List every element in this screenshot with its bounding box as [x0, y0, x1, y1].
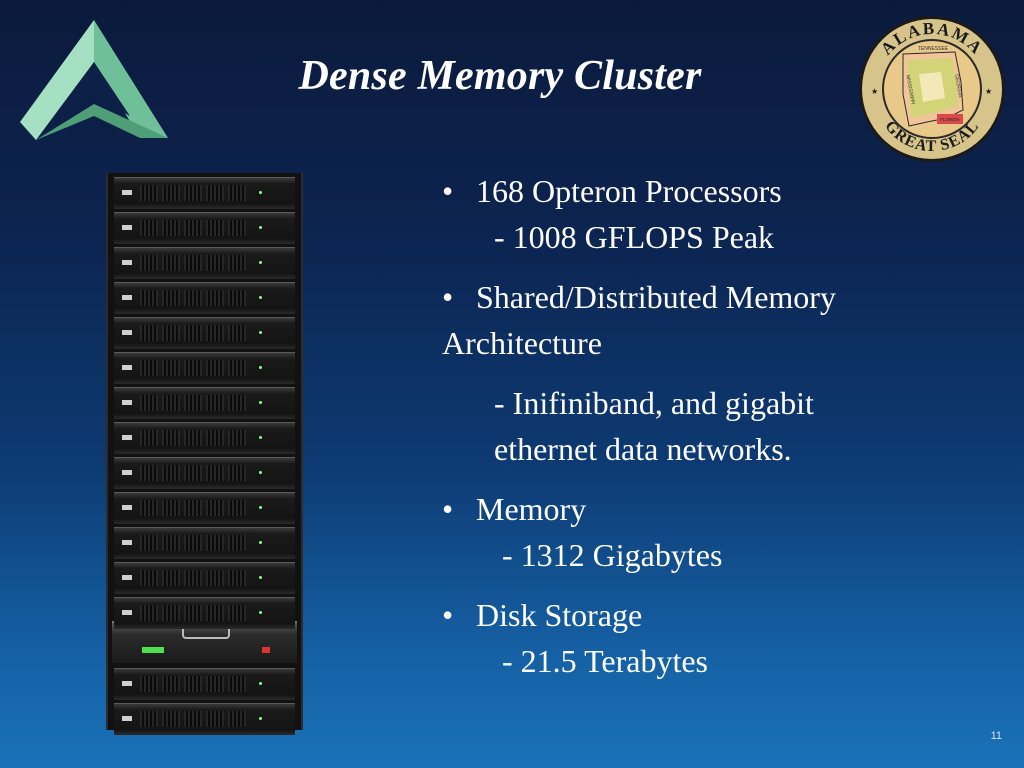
server-unit — [114, 457, 295, 489]
server-unit — [114, 247, 295, 279]
bullet-text: 168 Opteron Processors — [476, 173, 782, 209]
server-unit — [114, 562, 295, 594]
triangle-logo-icon — [20, 20, 168, 140]
seal-state-tennessee: TENNESSEE — [918, 46, 949, 52]
svg-text:★: ★ — [871, 87, 878, 96]
server-unit — [114, 492, 295, 524]
bullet-text: Shared/Distributed Memory — [476, 279, 836, 315]
bullet-symbol: • — [442, 491, 454, 527]
server-unit — [114, 703, 295, 735]
server-unit — [114, 527, 295, 559]
sub-item: ethernet data networks. — [494, 431, 792, 467]
sub-item: - 21.5 Terabytes — [502, 643, 708, 679]
bullet-continuation: Architecture — [442, 325, 602, 361]
svg-text:★: ★ — [985, 87, 992, 96]
slide-title: Dense Memory Cluster — [298, 53, 702, 99]
seal-state-georgia: GEORGIA — [953, 74, 963, 99]
sub-item: - Inifiniband, and gigabit — [494, 385, 814, 421]
server-rack-image — [106, 173, 303, 735]
bullet-symbol: • — [442, 279, 454, 315]
bullet-memory-architecture: • Shared/Distributed Memory — [442, 274, 1002, 320]
server-unit — [114, 317, 295, 349]
bullet-symbol: • — [442, 597, 454, 633]
seal-state-mississippi: MISSISSIPPI — [904, 75, 915, 105]
server-unit — [114, 282, 295, 314]
server-unit — [114, 212, 295, 244]
seal-state-florida: FLORIDA — [940, 117, 960, 122]
sub-item: - 1008 GFLOPS Peak — [494, 219, 775, 255]
bullet-list: • 168 Opteron Processors - 1008 GFLOPS Pe… — [442, 168, 1002, 684]
server-unit — [114, 352, 295, 384]
bullet-text: Memory — [476, 491, 587, 527]
bullet-symbol: • — [442, 173, 454, 209]
page-number: 11 — [990, 730, 1002, 742]
bullet-text: Disk Storage — [476, 597, 643, 633]
server-unit — [114, 668, 295, 700]
server-unit — [114, 422, 295, 454]
bullet-processors: • 168 Opteron Processors — [442, 168, 1002, 214]
server-unit — [114, 177, 295, 209]
server-unit — [114, 387, 295, 419]
server-unit — [114, 597, 295, 629]
bullet-disk-storage: • Disk Storage — [442, 592, 1002, 638]
bullet-memory: • Memory — [442, 486, 1002, 532]
alabama-great-seal-icon: ALABAMA GREAT SEAL TENNESSEE MISSISSIPPI… — [859, 16, 1005, 162]
sub-item: - 1312 Gigabytes — [502, 537, 723, 573]
